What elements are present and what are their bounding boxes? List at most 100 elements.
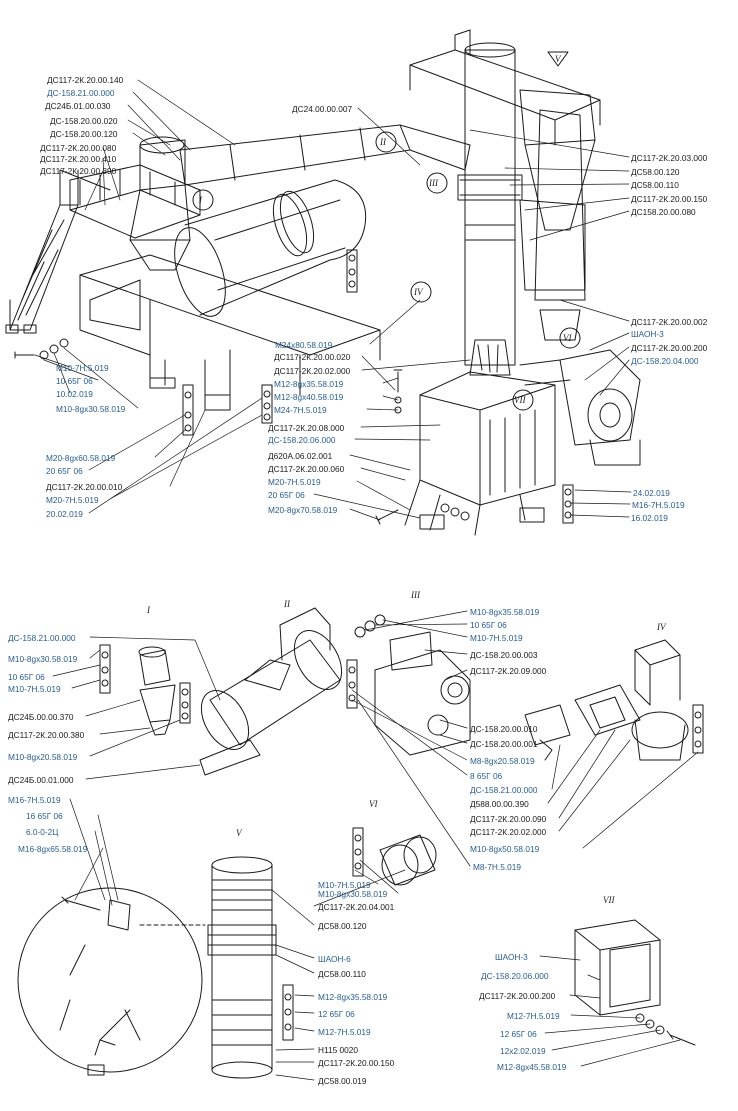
detail-title-vi: VI: [369, 799, 378, 809]
callout-label: ДС117-2К.20.00.200: [631, 343, 708, 353]
top-frame: [409, 29, 601, 146]
callout-label: ДС58.00.019: [318, 1076, 367, 1086]
callout-label: ДС117-2К.20.00.010: [46, 482, 123, 492]
callout-label: ДС117-2К.20.00.060: [268, 464, 345, 474]
callout-label: 12 65Г 06: [318, 1009, 355, 1019]
callout-label: 16.02.019: [631, 513, 668, 523]
callout-label: ДС158.20.00.080: [631, 207, 696, 217]
callout-label: ДС-158.20.00.120: [50, 129, 118, 139]
callout-label: 24.02.019: [633, 488, 670, 498]
callout-label: ДС-158.20.06.000: [481, 971, 549, 981]
detail-iii-drive: [346, 614, 571, 761]
callout-label: М24х80.58.019: [275, 340, 333, 350]
detail-markers: [192, 51, 581, 411]
callout-label: 10 65Г 06: [56, 376, 93, 386]
callout-label: Д588.00.00.390: [470, 799, 529, 809]
callout-label: ДС58.00.120: [318, 921, 367, 931]
callout-label: ДС117-2К.20.00.140: [47, 75, 124, 85]
callout-label: М20-7Н.5.019: [46, 495, 99, 505]
callout-label: ДС-158.21.00.000: [47, 88, 115, 98]
exhaust-stack: [457, 42, 523, 376]
callout-label: ДС117-2К.20.04.001: [318, 902, 395, 912]
fastener-icons: [14, 249, 574, 525]
callout-label: ДС58.00.120: [631, 167, 680, 177]
callout-label: М10-7Н.5.019: [8, 684, 61, 694]
callout-label: 12 65Г 06: [500, 1029, 537, 1039]
callout-label: М20-8gх70.58.019: [268, 505, 338, 515]
detail-ii-drum-section: [199, 607, 343, 776]
callout-label: ДС-158.20.04.000: [631, 356, 699, 366]
callout-label: М10-8gх50.58.019: [470, 844, 540, 854]
callout-label: ДС117-2К.20.08.000: [268, 423, 345, 433]
callout-label: 12х2.02.019: [500, 1046, 546, 1056]
callout-label: 10 65Г 06: [470, 620, 507, 630]
leader-lines: [34, 79, 699, 1081]
detail-iv-cyclone-outlet: [574, 639, 704, 761]
detail-bolt-circle: [17, 887, 206, 1076]
callout-label: ДС117-2К.20.00.090: [470, 814, 547, 824]
callout-label: ДС117-2К.20.03.000: [631, 153, 708, 163]
callout-label: ШАОН-3: [495, 952, 528, 962]
callout-label: ДС24Б.00.01.000: [8, 775, 74, 785]
callout-label: ДС117-2К.20.00.150: [631, 194, 708, 204]
callout-label: М10-8gх20.58.019: [8, 752, 78, 762]
callout-label: 16 65Г 06: [26, 811, 63, 821]
callout-label: ДС117-2К.20.00.380: [8, 730, 85, 740]
cyclone-group: [519, 89, 596, 341]
callout-label: М20-8gх60.58.019: [46, 453, 116, 463]
callout-label: ДС24Б.00.00.370: [8, 712, 74, 722]
stair-ladder: [5, 169, 111, 334]
callout-label: ДС24Б.01.00.030: [45, 101, 111, 111]
callout-label: ДС-158.20.06.000: [268, 435, 336, 445]
callout-label: М8-7Н.5.019: [473, 862, 521, 872]
callout-label: ДС117-2К.20.00.150: [318, 1058, 395, 1068]
callout-label: Д620А.06.02.001: [268, 451, 333, 461]
callout-label: ДС-158.21.00.000: [8, 633, 76, 643]
callout-label: М10-7Н.5.019: [470, 633, 523, 643]
callout-label: ДС117-2К.20.00.002: [631, 317, 708, 327]
callout-label: ДС58.00.110: [318, 969, 366, 979]
callout-label: ДС-158.20.00.001: [470, 739, 538, 749]
callout-label: М8-8gх20.58.019: [470, 756, 535, 766]
callout-label: ДС117-2К.20.02.000: [470, 827, 547, 837]
inclined-duct: [179, 124, 471, 186]
callout-label: 20 65Г 06: [268, 490, 305, 500]
callout-label: М12-8gх45.58.019: [497, 1062, 567, 1072]
callout-label: Н115 0020: [318, 1045, 358, 1055]
callout-label: ДС117-2К.20.00.410: [40, 154, 117, 164]
detail-marker-i: I: [199, 195, 202, 205]
detail-title-iv: IV: [657, 622, 666, 632]
callout-label: ДС24.00.00.007: [292, 104, 353, 114]
callout-label: 20 65Г 06: [46, 466, 83, 476]
base-frame: [79, 254, 381, 411]
callout-label: М10-8gх30.58.019: [8, 654, 78, 664]
detail-marker-v: V: [555, 54, 561, 64]
callout-label: 20.02.019: [46, 509, 83, 519]
detail-i-hopper: [99, 644, 191, 736]
callout-label: 8 65Г 06: [470, 771, 503, 781]
callout-label: 10 65Г 06: [8, 672, 45, 682]
callout-label: ДС117-2К.20.00.200: [479, 991, 556, 1001]
callout-label: М10-7Н.5.019: [56, 363, 109, 373]
detail-marker-vi: VI: [563, 333, 572, 343]
detail-title-iii: III: [411, 590, 420, 600]
callout-label: М16-7Н.5.019: [8, 795, 61, 805]
callout-label: М24-7Н.5.019: [274, 405, 327, 415]
callout-label: ДС117-2К.20.00.390: [40, 166, 117, 176]
callout-label: М20-7Н.5.019: [268, 477, 321, 487]
callout-label: М10-7Н.5.019: [318, 880, 371, 890]
callout-label: М10-8gх35.58.019: [470, 607, 540, 617]
detail-title-v: V: [236, 828, 242, 838]
detail-title-i: I: [147, 605, 150, 615]
callout-label: ШАОН-6: [318, 954, 351, 964]
callout-label: ШАОН-3: [631, 329, 664, 339]
callout-label: ДС-158.20.00.010: [470, 724, 538, 734]
callout-label: ДС-158.20.00.003: [470, 650, 538, 660]
detail-title-vii: VII: [603, 895, 615, 905]
detail-v-stack: [207, 856, 294, 1079]
callout-label: М12-7Н.5.019: [318, 1027, 371, 1037]
detail-vi-coupling: [352, 827, 437, 886]
fan-unit: [519, 349, 641, 466]
callout-label: М12-8gх40.58.019: [274, 392, 344, 402]
